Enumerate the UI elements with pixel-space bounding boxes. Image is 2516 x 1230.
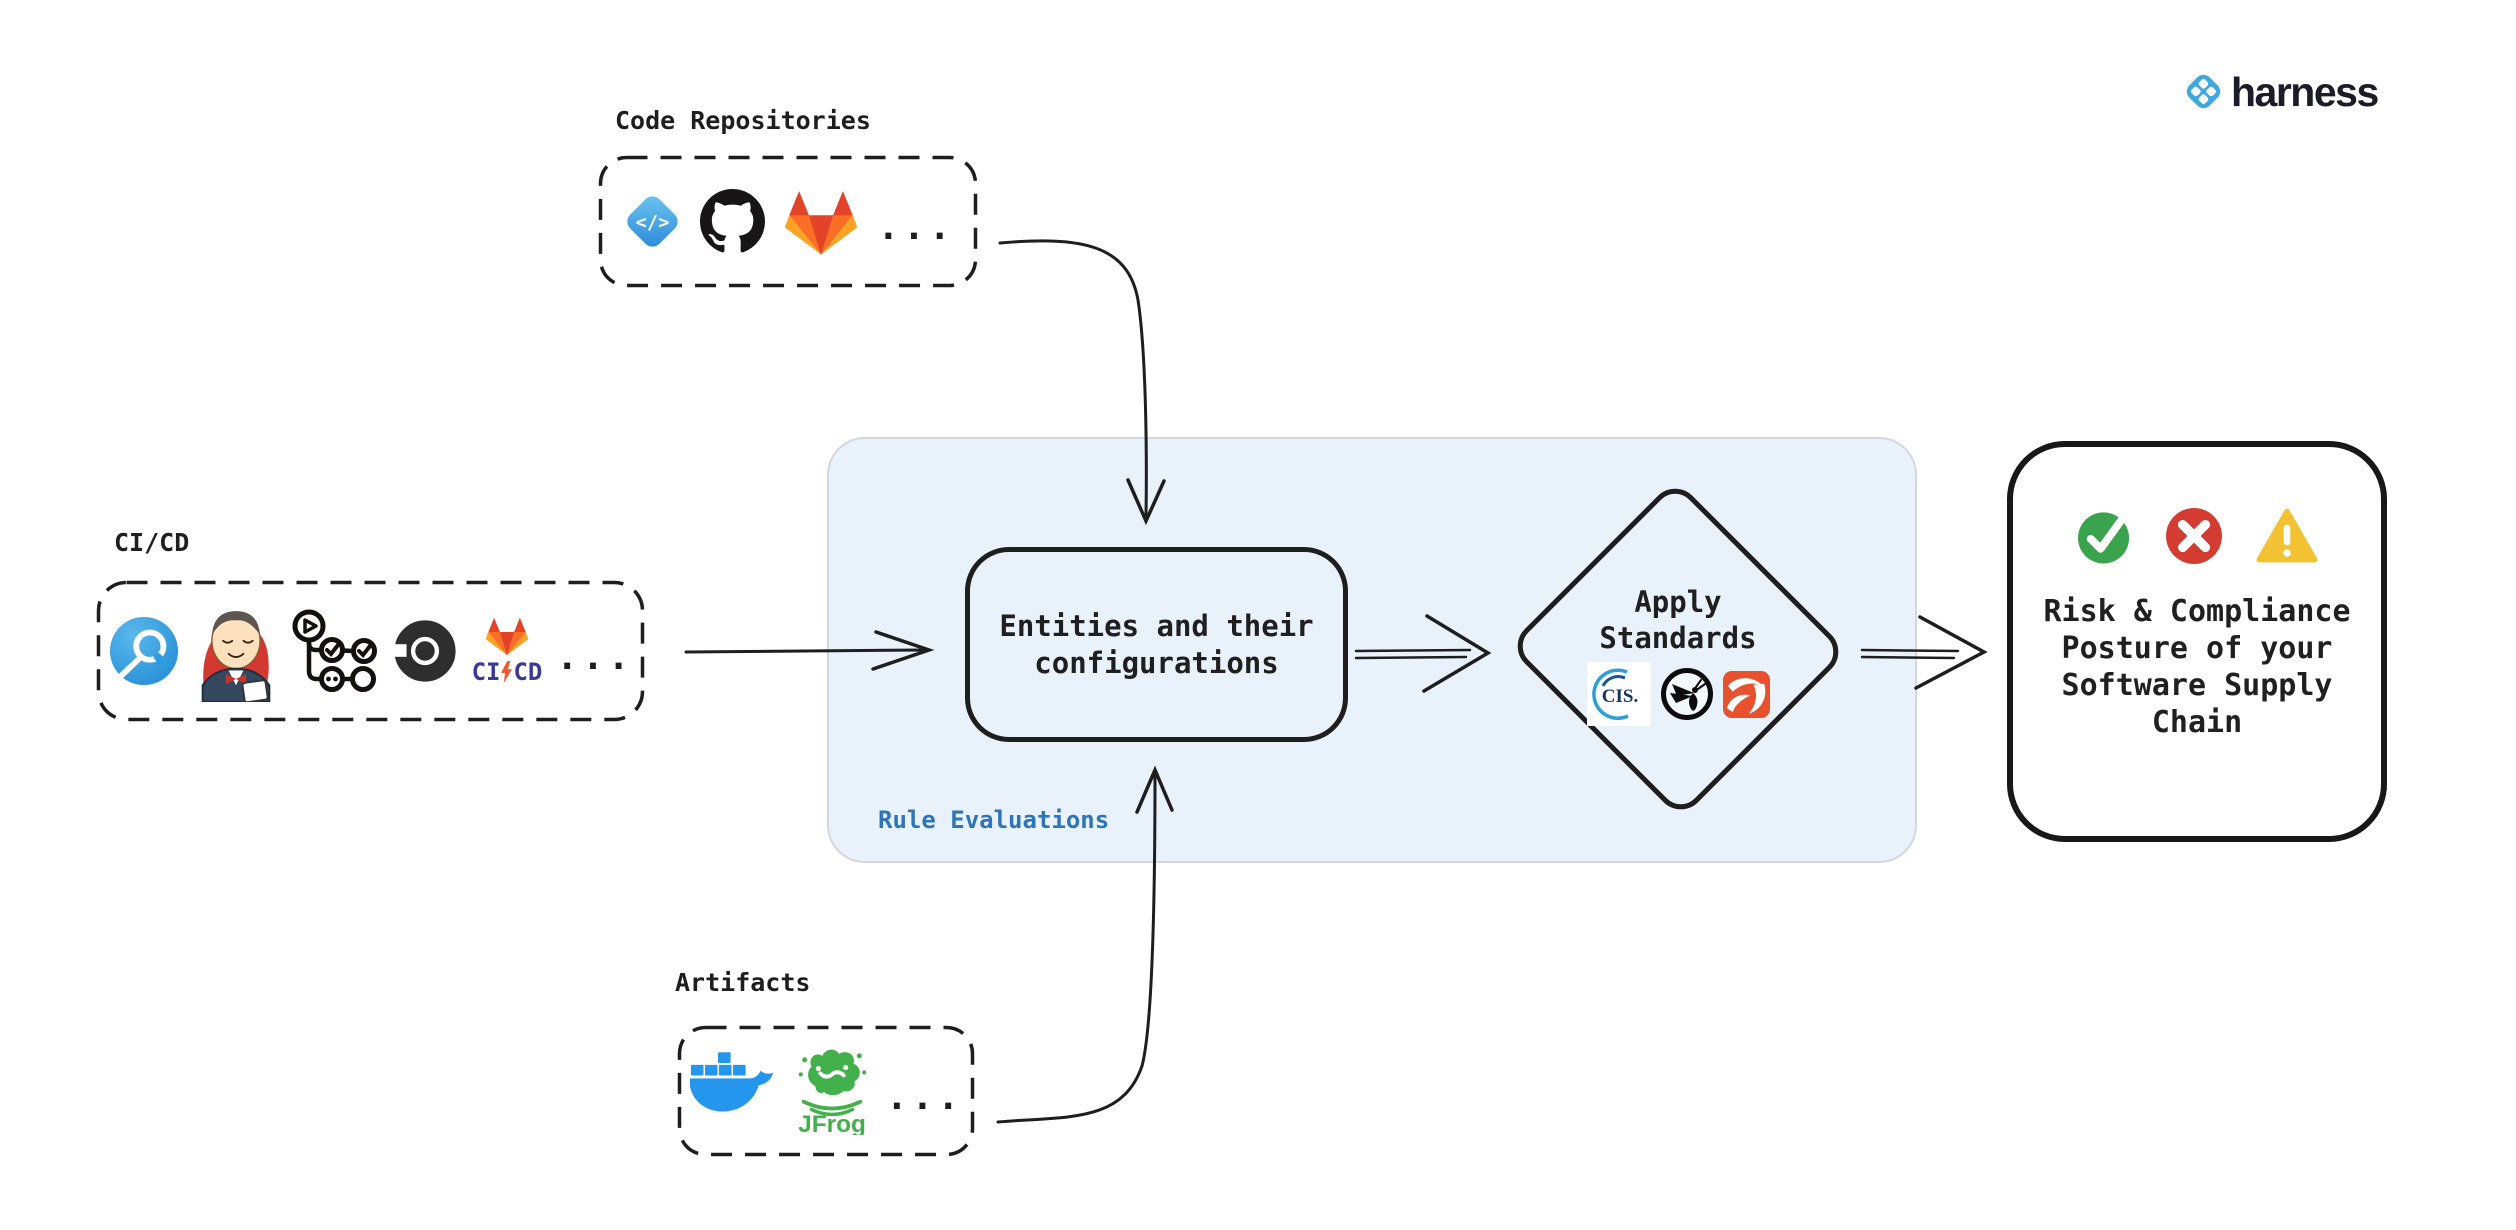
cis-icon: CIS. — [1586, 662, 1651, 726]
arrow-code-repos-to-entities — [998, 239, 1166, 526]
more-ellipsis: ... — [885, 1076, 964, 1118]
entities-text: Entities and their configurations — [999, 608, 1314, 680]
code-repositories-label: Code Repositories — [615, 106, 871, 135]
more-ellipsis: ... — [556, 636, 634, 678]
code-repositories-group: </> ... — [598, 155, 978, 288]
arrow-standards-to-outcome — [1860, 615, 1988, 690]
harness-logo: harness — [2183, 68, 2379, 115]
github-icon — [700, 189, 766, 253]
dashed-border — [96, 580, 645, 722]
arrow-entities-to-standards — [1354, 614, 1492, 693]
artifacts-label: Artifacts — [675, 968, 811, 997]
rule-evaluations-label: Rule Evaluations — [878, 806, 1110, 834]
harness-wordmark: harness — [2231, 68, 2379, 115]
jenkins-icon — [201, 611, 270, 702]
harness-ci-icon — [109, 616, 178, 686]
outcome-box: Risk & Compliance Posture of your Softwa… — [2007, 441, 2387, 842]
cicd-group: CI CD ... — [96, 580, 645, 722]
standards-badge-icon — [1722, 670, 1770, 718]
standards-icons-row: CIS. — [1528, 662, 1828, 726]
more-ellipsis: ... — [877, 207, 955, 248]
apply-standards-diamond — [1517, 488, 1839, 810]
owasp-icon — [1660, 668, 1713, 720]
outcome-text: Risk & Compliance Posture of your Softwa… — [2043, 594, 2351, 740]
outcome-status-icons — [2013, 507, 2381, 565]
warning-triangle-icon — [2256, 508, 2317, 563]
harness-code-icon: </> — [627, 196, 679, 247]
apply-standards-text: Apply Standards — [1599, 585, 1757, 655]
svg-text:</>: </> — [636, 212, 670, 233]
lightning-icon — [501, 661, 513, 683]
arrow-artifacts-to-entities — [996, 765, 1174, 1124]
gitlab-icon — [785, 190, 858, 254]
entities-box: Entities and their configurations — [965, 547, 1348, 742]
gitlab-fox-icon — [485, 617, 529, 656]
harness-logo-icon — [2186, 74, 2221, 109]
artifacts-group: JFrog ... — [677, 1025, 975, 1157]
success-check-icon — [2077, 512, 2129, 564]
jfrog-icon: JFrog — [798, 1049, 867, 1135]
gitlab-cicd-icon: CI CD — [471, 616, 543, 686]
github-actions-workflow-icon — [292, 609, 377, 692]
svg-text:CIS.: CIS. — [1601, 686, 1637, 707]
circleci-icon — [391, 620, 456, 682]
failure-x-icon — [2165, 508, 2222, 564]
arrow-cicd-to-entities — [684, 630, 935, 671]
gitlab-cd-text: CD — [513, 658, 543, 686]
docker-icon — [689, 1052, 774, 1112]
svg-text:JFrog: JFrog — [798, 1111, 866, 1135]
gitlab-ci-text: CI — [471, 658, 501, 686]
dashed-border — [677, 1025, 975, 1157]
cicd-label: CI/CD — [114, 528, 190, 557]
